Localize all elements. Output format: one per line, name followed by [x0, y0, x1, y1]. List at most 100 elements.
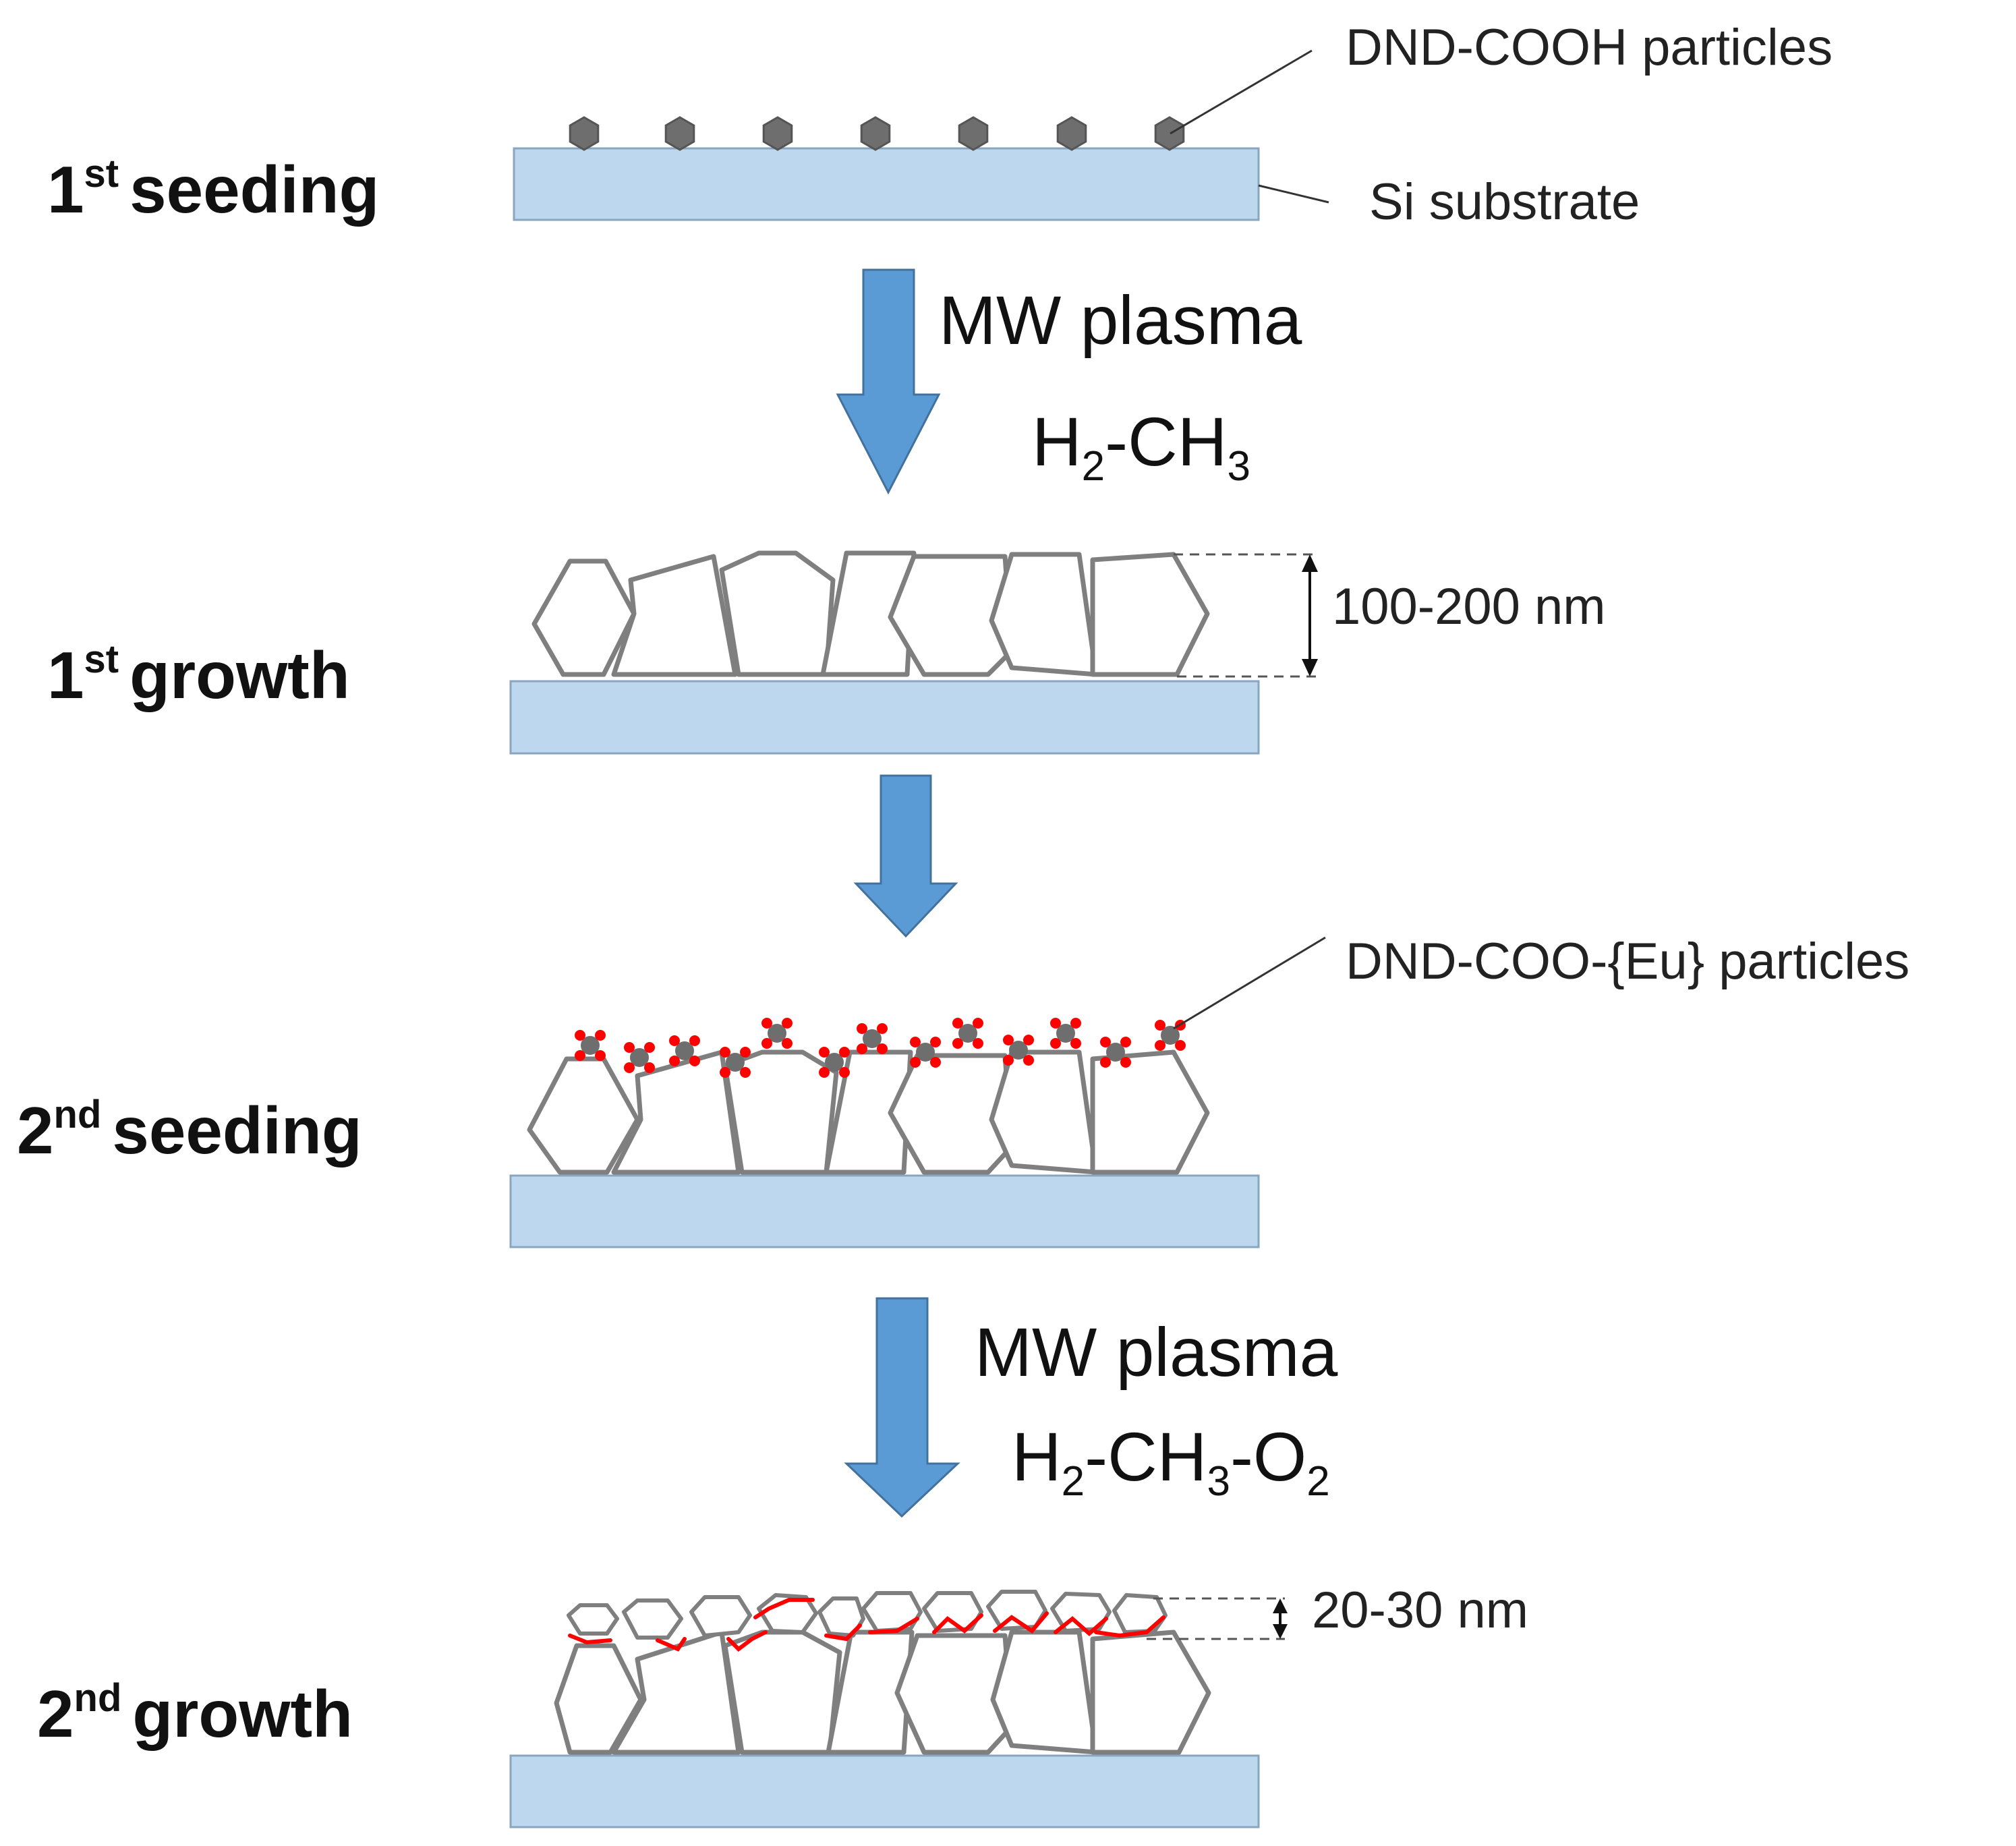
eu-dot — [689, 1056, 700, 1066]
dnd-coo-eu-particle — [575, 1030, 606, 1061]
dnd-cooh-leader-line — [1170, 49, 1313, 135]
grain — [1090, 1049, 1210, 1175]
eu-dot — [575, 1050, 585, 1061]
si-substrate-2 — [509, 680, 1260, 755]
dnd-coo-eu-particles — [575, 1018, 1186, 1078]
eu-dot — [839, 1047, 850, 1058]
down-arrow-2 — [853, 774, 958, 938]
nano-grain — [817, 1596, 865, 1638]
grain — [527, 1056, 640, 1175]
down-arrow-1 — [836, 268, 941, 495]
dnd-coo-eu-particle — [720, 1047, 751, 1078]
diamond-grains-layer-1 — [531, 550, 1210, 677]
dnd-cooh-label: DND-COOH particles — [1346, 19, 1833, 76]
eu-dot — [877, 1023, 888, 1034]
eu-dot — [1023, 1055, 1034, 1066]
dnd-coo-eu-particle — [761, 1018, 793, 1049]
grain — [611, 1049, 741, 1175]
particle-core — [958, 1024, 977, 1043]
grain — [554, 1643, 643, 1755]
eu-dot — [644, 1042, 655, 1053]
dnd-coo-eu-particle — [857, 1023, 888, 1054]
eu-trace — [1054, 1616, 1108, 1636]
thickness-label-1: 100-200 nm — [1332, 578, 1606, 635]
eu-dot — [720, 1067, 730, 1078]
particle-core — [630, 1048, 649, 1067]
grain — [719, 550, 836, 677]
eu-trace — [993, 1611, 1049, 1634]
eu-dot — [1175, 1040, 1186, 1051]
eu-dot — [819, 1047, 830, 1058]
eu-dot — [1100, 1057, 1111, 1068]
eu-dot — [1120, 1037, 1131, 1047]
eu-trace — [1094, 1615, 1165, 1638]
grain — [820, 550, 917, 677]
eu-dot — [1120, 1057, 1131, 1068]
process-step-2: MW plasma H2-CH3-O2 — [844, 1297, 1338, 1518]
eu-dot — [740, 1067, 751, 1078]
thickness-label-2: 20-30 nm — [1312, 1582, 1528, 1639]
dnd-coo-eu-particle — [819, 1047, 850, 1078]
eu-dot — [644, 1062, 655, 1073]
grain — [888, 1053, 1014, 1175]
eu-trace — [868, 1617, 919, 1634]
eu-dot — [930, 1037, 941, 1047]
dnd-cooh-particles — [569, 116, 1185, 151]
eu-dot — [782, 1018, 793, 1029]
eu-dot — [973, 1018, 983, 1029]
dnd-cooh-particle — [958, 116, 989, 151]
dnd-coo-eu-particle — [1050, 1018, 1081, 1049]
particle-core — [675, 1041, 694, 1060]
particle-core — [768, 1024, 786, 1043]
dnd-coo-eu-particle — [910, 1037, 941, 1068]
eu-trace — [656, 1637, 687, 1652]
eu-dot — [952, 1018, 963, 1029]
eu-dot — [669, 1056, 680, 1066]
eu-trace — [932, 1613, 983, 1634]
eu-dot — [1050, 1038, 1061, 1049]
dim-arrowhead-up-2 — [1273, 1598, 1288, 1613]
down-arrow-3 — [844, 1297, 960, 1518]
si-substrate-leader-line — [1258, 184, 1329, 204]
nano-grain — [986, 1590, 1047, 1631]
dnd-cooh-particle — [762, 116, 793, 151]
particle-core — [1161, 1026, 1180, 1045]
diamond-grains-layer-2 — [527, 1049, 1210, 1175]
process-2-title: MW plasma — [975, 1314, 1338, 1391]
process-1-gas: H2-CH3 — [1032, 403, 1250, 490]
particle-core — [581, 1036, 600, 1055]
eu-boundary-traces — [568, 1598, 1165, 1652]
eu-trace — [824, 1623, 862, 1642]
particle-core — [1009, 1041, 1028, 1060]
eu-dot — [930, 1057, 941, 1068]
dnd-coo-eu-particle — [952, 1018, 983, 1049]
nano-grain — [622, 1598, 683, 1640]
dim-arrowhead-up-1 — [1302, 554, 1318, 572]
si-substrate-label: Si substrate — [1369, 173, 1640, 231]
grain — [824, 1049, 913, 1175]
eu-dot — [689, 1035, 700, 1046]
si-substrate-1 — [513, 147, 1260, 221]
eu-dot — [624, 1042, 635, 1053]
eu-dot — [1050, 1018, 1061, 1029]
dnd-cooh-particle — [569, 116, 600, 151]
grain — [1090, 552, 1210, 677]
eu-dot — [720, 1047, 730, 1058]
dnd-coo-eu-label: DND-COO-{Eu} particles — [1346, 933, 1909, 990]
diamond-grains-layer-3 — [554, 1629, 1211, 1755]
dnd-coo-eu-particle — [1003, 1035, 1034, 1066]
eu-dot — [839, 1067, 850, 1078]
grain — [990, 1629, 1099, 1755]
particle-core — [825, 1053, 844, 1072]
eu-dot — [595, 1030, 606, 1041]
dnd-coo-eu-particle — [624, 1042, 655, 1073]
si-substrate-4 — [509, 1754, 1260, 1828]
nanocrystalline-eu-layer — [567, 1590, 1168, 1640]
